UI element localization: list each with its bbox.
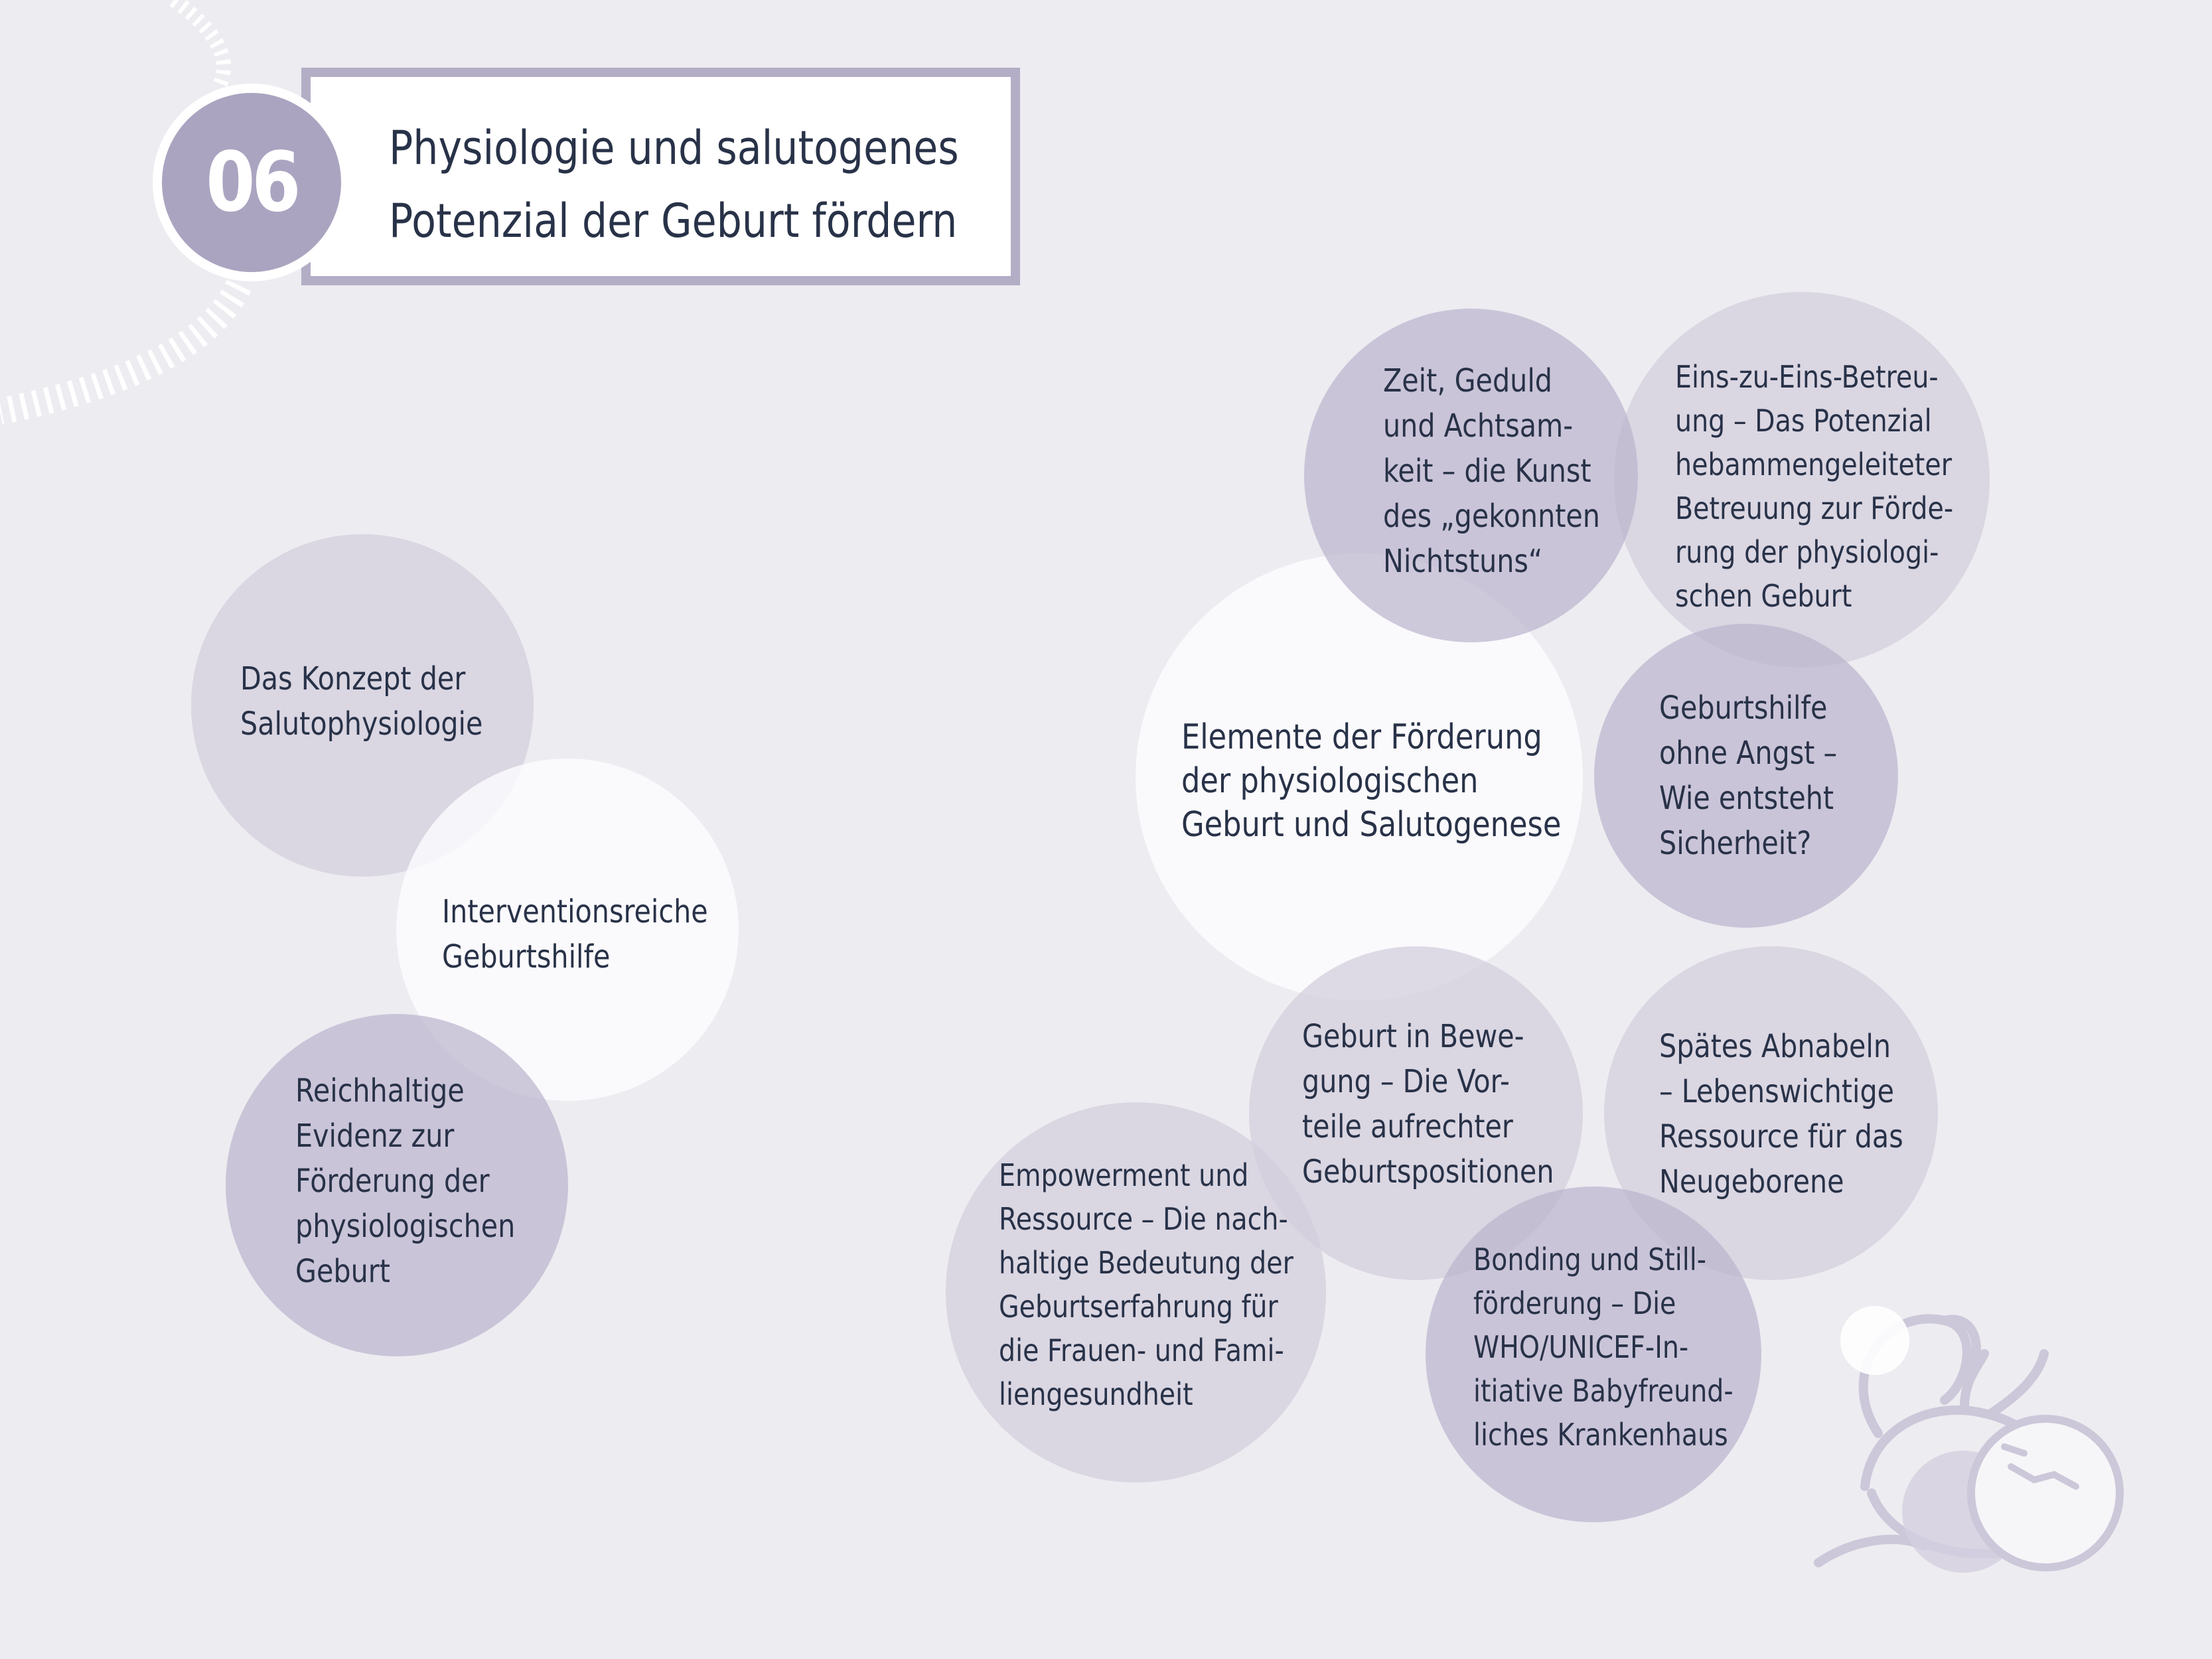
label-geburtshilfe-ohne-angst: Geburtshilfe ohne Angst – Wie entsteht S… bbox=[1659, 689, 1838, 862]
bubble-reichhaltige-evidenz bbox=[226, 1014, 568, 1356]
chapter-title-line-1: Physiologie und salutogenes bbox=[389, 121, 959, 175]
dashed-arc-decoration bbox=[0, 0, 252, 425]
left-label-reichhaltige-evidenz: Reichhaltige Evidenz zur Förderung der p… bbox=[295, 1072, 516, 1290]
bubble-geburtshilfe-ohne-angst bbox=[1594, 624, 1898, 928]
label-bonding: Bonding und Still- förderung – Die WHO/U… bbox=[1473, 1242, 1733, 1453]
label-geburt-in-bewegung: Geburt in Bewe- gung – Die Vor- teile au… bbox=[1302, 1018, 1554, 1190]
left-label-salutophysiologie: Das Konzept der Salutophysiologie bbox=[240, 660, 483, 743]
bubble-eins-zu-eins-betreuung bbox=[1614, 292, 1990, 668]
bubble-empowerment bbox=[946, 1102, 1326, 1482]
bubble-bonding bbox=[1426, 1187, 1761, 1522]
label-eins-zu-eins-betreuung: Eins-zu-Eins-Betreu- ung – Das Potenzial… bbox=[1675, 359, 1954, 614]
label-zeit-geduld: Zeit, Geduld und Achtsam- keit – die Kun… bbox=[1383, 362, 1600, 580]
chapter-title-line-2: Potenzial der Geburt fördern bbox=[389, 194, 958, 248]
center-label-elemente: Elemente der Förderung der physiologisch… bbox=[1181, 717, 1562, 845]
bubble-zeit-geduld bbox=[1304, 309, 1638, 642]
chapter-number: 06 bbox=[205, 135, 301, 230]
left-label-interventionsreiche-geburtshilfe: Interventionsreiche Geburtshilfe bbox=[442, 893, 708, 975]
label-empowerment: Empowerment und Ressource – Die nach- ha… bbox=[999, 1157, 1293, 1412]
mother-baby-line-art-icon bbox=[1814, 1306, 2124, 1573]
chapter-title-box: Physiologie und salutogenes Potenzial de… bbox=[301, 68, 1020, 285]
chapter-number-badge: 06 bbox=[162, 93, 341, 272]
label-spaetes-abnabeln: Spätes Abnabeln – Lebenswichtige Ressour… bbox=[1659, 1028, 1903, 1200]
